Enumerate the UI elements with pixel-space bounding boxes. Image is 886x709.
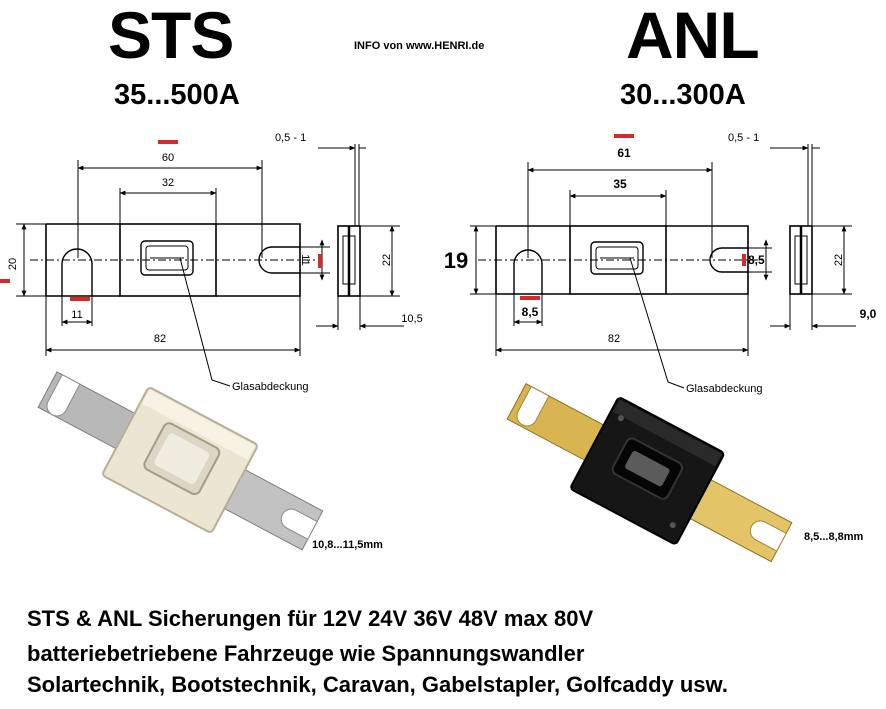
sts-dim-slot: 11 (299, 254, 311, 265)
sts-drawing (16, 144, 404, 387)
caption-line-2: batteriebetriebene Fahrzeuge wie Spannun… (27, 641, 585, 666)
anl-range: 30...300A (620, 79, 746, 111)
anl-dim-slot: 8,5 (748, 253, 765, 267)
caption-line-1: STS & ANL Sicherungen für 12V 24V 36V 48… (27, 606, 594, 631)
anl-dim-side-width: 9,0 (860, 307, 877, 321)
anl-dim-total: 61 (617, 146, 631, 160)
anl-photo-caption: 8,5...8,8mm (804, 531, 864, 543)
anl-fuse-photo (506, 383, 793, 563)
anl-red-marks (520, 134, 746, 300)
anl-title: ANL (626, 0, 760, 72)
anl-dim-window: 35 (613, 177, 627, 191)
sts-red-marks (0, 140, 322, 301)
sts-photo-caption: 10,8...11,5mm (312, 539, 383, 551)
sts-dim-window: 32 (162, 177, 174, 189)
sts-dim-thickness: 0,5 - 1 (275, 132, 306, 144)
anl-drawing (470, 144, 856, 389)
sts-dim-total: 60 (162, 152, 174, 164)
sts-range: 35...500A (114, 79, 240, 111)
sts-glass-label: Glasabdeckung (232, 381, 308, 393)
sts-dim-length: 82 (154, 333, 166, 345)
anl-dim-height: 19 (444, 248, 468, 273)
sts-dim-height: 20 (7, 258, 19, 270)
sts-fuse-photo (37, 371, 324, 551)
anl-dim-side-height: 22 (833, 254, 845, 266)
sts-title: STS (108, 0, 234, 72)
anl-glass-label: Glasabdeckung (686, 383, 762, 395)
sts-dim-side-width: 10,5 (401, 313, 422, 325)
anl-dim-length: 82 (608, 333, 620, 345)
sts-dim-side-height: 22 (381, 254, 393, 266)
info-source: INFO von www.HENRI.de (354, 40, 485, 52)
anl-dim-bottom-slot: 8,5 (522, 305, 539, 319)
anl-dim-thickness: 0,5 - 1 (728, 132, 759, 144)
caption-line-3: Solartechnik, Bootstechnik, Caravan, Gab… (27, 672, 728, 697)
sts-dim-bottom-slot: 11 (71, 309, 82, 321)
